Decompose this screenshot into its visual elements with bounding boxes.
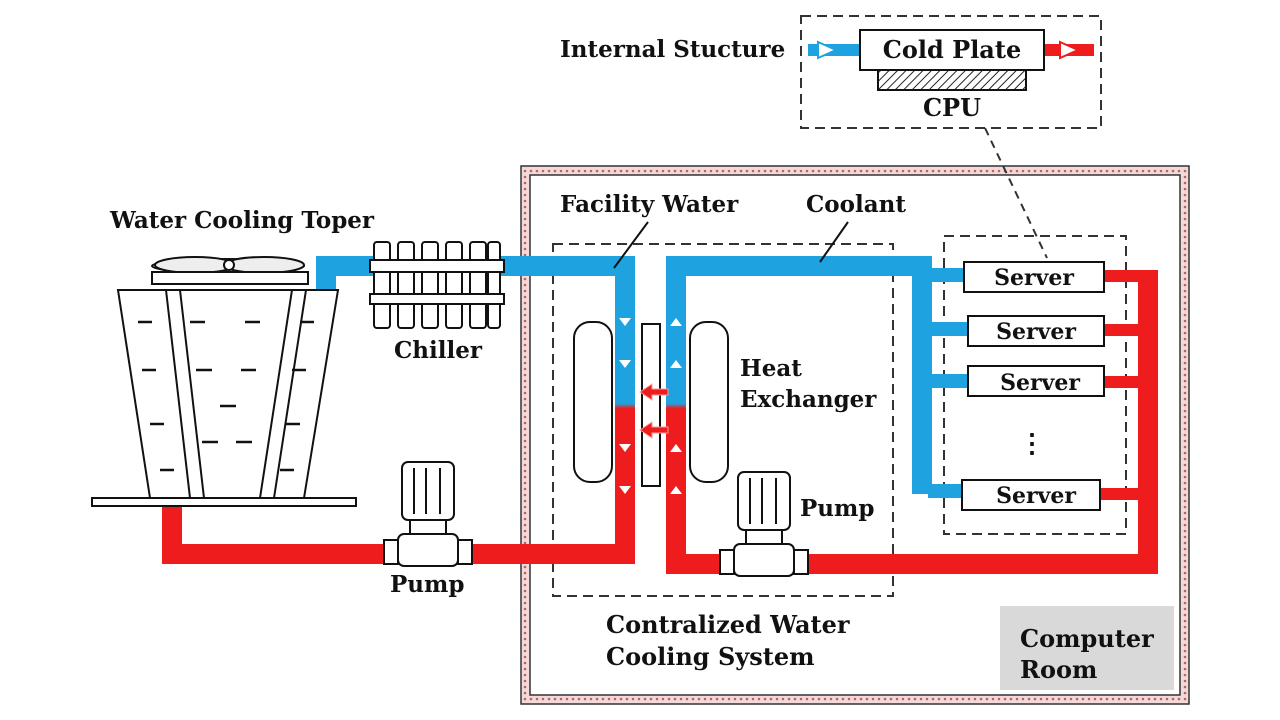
cold-plate-detail: [808, 29, 1094, 91]
heat-exchanger-label-line2: Exchanger: [740, 386, 877, 413]
pump-right-icon: [719, 471, 809, 577]
internal-structure-label: Internal Stucture: [560, 36, 785, 63]
heat-exchanger: [573, 318, 729, 494]
system-label-line2: Cooling System: [606, 642, 814, 671]
server-box: Server: [967, 315, 1105, 347]
pump-left-icon: [383, 461, 473, 567]
hx-center-plate: [641, 323, 661, 487]
server-label: Server: [996, 319, 1076, 345]
chiller-label: Chiller: [394, 337, 483, 364]
hx-left-plate: [573, 321, 613, 483]
coolant-leader: [819, 221, 849, 263]
computer-room-label-line1: Computer: [1020, 624, 1154, 653]
coolant-label: Coolant: [806, 191, 906, 218]
inflow-arrow-icon: [817, 40, 839, 60]
computer-room-label-box: [1000, 606, 1174, 690]
pump-left-label: Pump: [390, 571, 464, 598]
facility-water-leader: [613, 221, 649, 269]
pump-right-label: Pump: [800, 495, 874, 522]
cold-plate-box: [859, 29, 1045, 71]
chiller: [369, 241, 505, 329]
internal-structure-box: [800, 15, 1102, 129]
system-label-line1: Contralized Water: [606, 610, 850, 639]
server-box: Server: [967, 365, 1105, 397]
heat-exchanger-label-line1: Heat: [740, 355, 802, 382]
cold-plate-label: Cold Plate: [883, 35, 1021, 64]
hx-right-plate: [689, 321, 729, 483]
computer-room-label-line2: Room: [1020, 655, 1097, 684]
cpu-to-server-leader: [984, 127, 1048, 259]
water-cooling-tower-label: Water Cooling Toper: [109, 207, 375, 234]
hot-pipes: [162, 270, 1158, 574]
cpu-label: CPU: [923, 93, 981, 122]
heat-arrow-icon: [639, 383, 669, 401]
heat-arrow-icon: [639, 421, 669, 439]
centralized-system-box: [552, 243, 894, 597]
server-rack: Server Server Server ⋮ Server: [961, 261, 1105, 511]
server-box: Server: [961, 479, 1101, 511]
cpu-block: [877, 69, 1027, 91]
water-cooling-tower: [91, 256, 357, 507]
outflow-arrow-icon: [1059, 40, 1081, 60]
flow-markers: [619, 318, 682, 494]
server-box: Server: [963, 261, 1105, 293]
server-label: Server: [994, 265, 1074, 291]
server-label: Server: [1000, 370, 1080, 396]
facility-water-label: Facility Water: [560, 191, 739, 218]
more-servers-ellipsis: ⋮: [1019, 429, 1045, 459]
server-label: Server: [996, 483, 1076, 509]
cold-pipes: [316, 256, 968, 498]
